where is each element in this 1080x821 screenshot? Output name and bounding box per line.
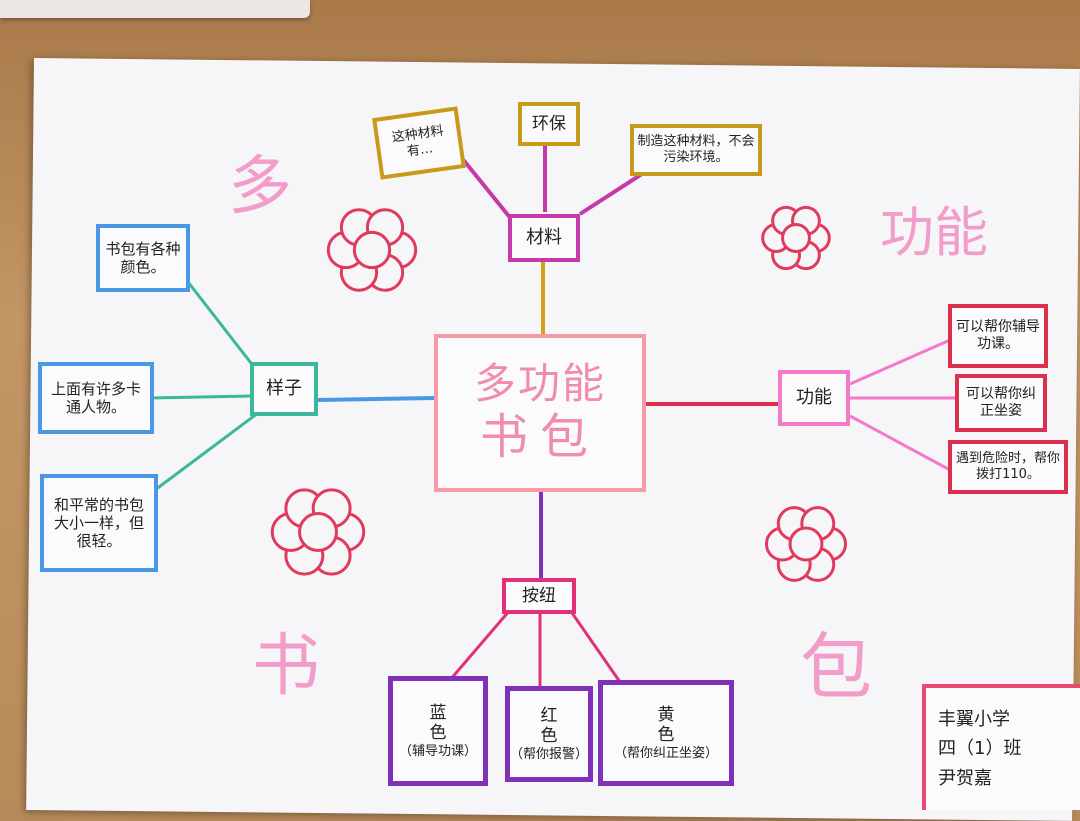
link-top-3: [578, 170, 647, 216]
flower-center: [298, 512, 338, 552]
bottom-leaf-blue: 蓝色 （辅导功课）: [388, 676, 488, 786]
bottom-leaf-yellow-desc: （帮你纠正坐姿）: [613, 745, 718, 761]
link-center-left: [317, 396, 436, 402]
link-right-3: [849, 414, 951, 472]
center-node: 多功能 书包: [434, 334, 646, 492]
bottom-leaf-blue-desc: （辅导功课）: [398, 743, 477, 759]
signature-school: 丰翼小学: [938, 708, 1010, 730]
signature-box: 丰翼小学 四（1）班 尹贺嘉: [922, 684, 1080, 810]
bottom-leaf-blue-color: 蓝色: [429, 702, 447, 744]
signature-class: 四（1）班: [938, 738, 1022, 760]
link-top-1: [455, 150, 514, 222]
bottom-branch-node: 按纽: [502, 578, 576, 614]
center-title-line1: 多功能: [473, 359, 606, 408]
top-leaf-2: 环保: [518, 102, 580, 146]
bottom-leaf-yellow-color: 黄色: [657, 704, 675, 746]
left-leaf-1: 书包有各种颜色。: [96, 224, 190, 292]
flower-3: [270, 488, 366, 576]
right-leaf-1: 可以帮你辅导功课。: [948, 304, 1048, 368]
link-bottom-1: [448, 609, 512, 681]
top-leaf-3: 制造这种材料，不会污染环境。: [630, 124, 762, 176]
corner-word-top-right: 功能: [880, 201, 988, 264]
top-leaf-1: 这种材料有…: [372, 106, 466, 180]
signature-name: 尹贺嘉: [938, 767, 992, 789]
corner-word-bottom-left: 书: [252, 627, 321, 706]
bottom-leaf-yellow: 黄色 （帮你纠正坐姿）: [598, 680, 734, 786]
link-left-3: [154, 408, 263, 492]
link-right-1: [849, 338, 951, 386]
link-bottom-3: [568, 609, 622, 683]
link-left-2: [149, 394, 253, 400]
flower-2: [761, 205, 831, 271]
bottom-leaf-red-color: 红色: [540, 705, 558, 747]
right-branch-node: 功能: [778, 370, 850, 426]
top-branch-node: 材料: [508, 214, 580, 262]
flower-center: [788, 526, 824, 562]
left-branch-node: 样子: [250, 362, 318, 416]
corner-word-bottom-right: 包: [800, 625, 873, 709]
right-leaf-3: 遇到危险时，帮你拨打110。: [948, 440, 1068, 494]
center-title-line2: 书包: [479, 409, 600, 466]
flower-center: [781, 223, 811, 253]
flower-1: [326, 208, 418, 292]
left-leaf-3: 和平常的书包大小一样，但很轻。: [40, 474, 158, 572]
link-left-1: [186, 281, 260, 373]
flower-center: [352, 230, 392, 270]
corner-word-top-left: 多: [228, 150, 292, 224]
flower-4: [764, 506, 848, 582]
left-leaf-2: 上面有许多卡通人物。: [38, 362, 154, 434]
bottom-leaf-red-desc: （帮你报警）: [510, 746, 589, 762]
right-leaf-2: 可以帮你纠正坐姿: [955, 374, 1047, 432]
bottom-leaf-red: 红色 （帮你报警）: [505, 686, 593, 782]
paper-edge: [0, 0, 310, 18]
